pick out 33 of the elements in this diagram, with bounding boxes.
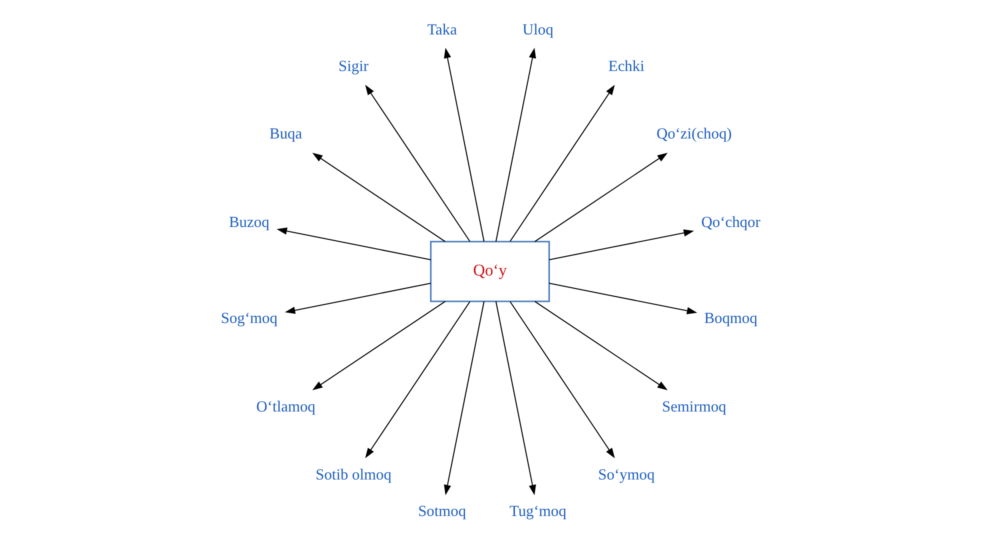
node-text: So‘ymoq [598,466,655,484]
arrow [549,229,694,260]
node-text: Qo‘chqor [701,214,760,232]
node-text: Semirmoq [662,398,726,416]
node-text: Sotmoq [418,502,466,520]
arrow [276,228,431,260]
node-text: O‘tlamoq [256,398,316,416]
node-text: Boqmoq [704,310,758,328]
arrow [510,84,615,242]
node-text: Uloq [522,21,554,38]
arrow [284,282,431,314]
node-text: Sigir [338,58,369,75]
arrow [444,48,485,242]
arrow [365,301,470,458]
node-text: Tug‘moq [509,502,566,520]
arrow [444,301,485,496]
node-text: Buqa [270,126,302,143]
node-text: Buzoq [229,214,270,232]
node-text: Taka [427,21,457,38]
arrow [312,301,446,390]
node-box: Qo‘y [430,240,550,302]
arrow [534,301,668,390]
node-text: Qo‘zi(choq) [656,126,732,143]
arrow [312,152,446,242]
arrow [495,48,536,242]
node-text: Sog‘moq [220,310,278,328]
node-text: Echki [608,58,644,75]
arrow [510,301,615,458]
arrow [534,152,668,242]
arrow [495,301,536,496]
arrow [549,282,698,314]
node-text: Sotib olmoq [316,466,392,484]
arrow [365,84,470,242]
